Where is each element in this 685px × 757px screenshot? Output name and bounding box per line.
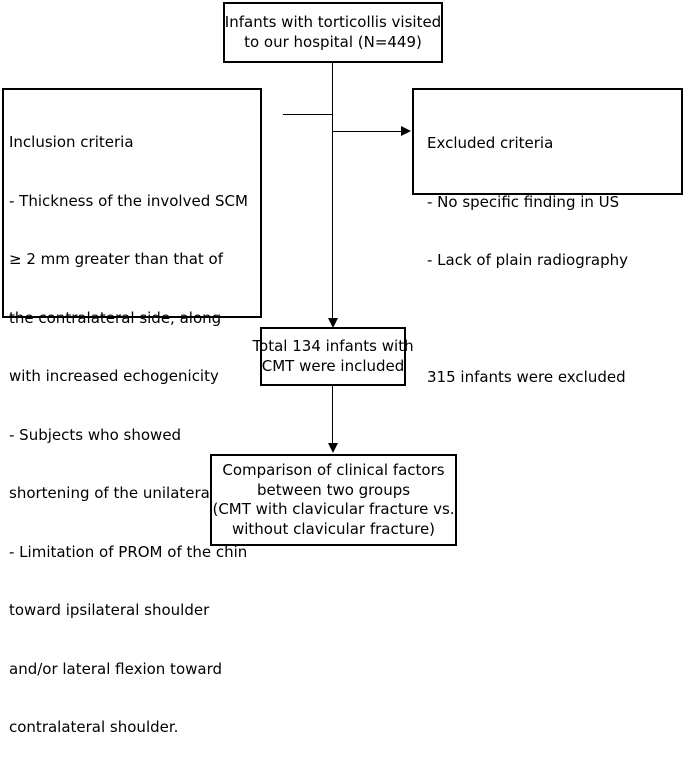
excluded-line-2: - No specific finding in US <box>427 192 620 211</box>
box-excluded-criteria: Excluded criteria - No specific finding … <box>412 88 683 386</box>
connector-included-to-comparison <box>332 385 333 445</box>
arrowhead-to-comparison <box>328 443 338 453</box>
connector-to-excluded <box>333 131 403 132</box>
box-comparison-line-4: without clavicular fracture) <box>231 519 436 538</box>
inclusion-line-10: and/or lateral flexion toward <box>9 659 223 678</box>
connector-inclusion <box>283 114 333 115</box>
box-inclusion-criteria: Inclusion criteria - Thickness of the in… <box>2 88 262 736</box>
inclusion-line-3: ≥ 2 mm greater than that of <box>9 250 224 268</box>
inclusion-line-4: the contralateral side, along <box>9 308 222 327</box>
arrowhead-to-included <box>328 318 338 328</box>
inclusion-line-2: - Thickness of the involved SCM <box>9 191 248 210</box>
connector-top-to-included <box>332 62 333 322</box>
box-comparison-line-3: (CMT with clavicular fracture vs. <box>212 500 455 518</box>
excluded-heading: Excluded criteria <box>427 134 554 152</box>
arrowhead-to-excluded <box>401 126 411 136</box>
box-total-included-line-2: CMT were included <box>261 356 405 375</box>
inclusion-line-5: with increased echogenicity <box>9 367 219 385</box>
inclusion-heading: Inclusion criteria <box>9 133 134 151</box>
box-comparison: Comparison of clinical factors between t… <box>210 454 457 546</box>
box-infants-visited: Infants with torticollis visited to our … <box>223 2 443 63</box>
box-infants-visited-line-1: Infants with torticollis visited <box>224 13 442 31</box>
box-total-included-line-1: Total 134 infants with <box>252 337 414 355</box>
excluded-spacer <box>427 310 681 330</box>
box-total-included: Total 134 infants with CMT were included <box>252 327 414 386</box>
excluded-count: 315 infants were excluded <box>427 368 626 386</box>
inclusion-line-7: shortening of the unilateral SCM <box>9 484 252 502</box>
inclusion-line-9: toward ipsilateral shoulder <box>9 601 210 619</box>
inclusion-line-6: - Subjects who showed <box>9 425 182 444</box>
box-comparison-line-1: Comparison of clinical factors <box>222 461 445 479</box>
inclusion-line-11: contralateral shoulder. <box>9 718 179 736</box>
box-comparison-line-2: between two groups <box>256 480 411 499</box>
excluded-line-3: - Lack of plain radiography <box>427 251 628 269</box>
box-infants-visited-line-2: to our hospital (N=449) <box>244 32 422 51</box>
